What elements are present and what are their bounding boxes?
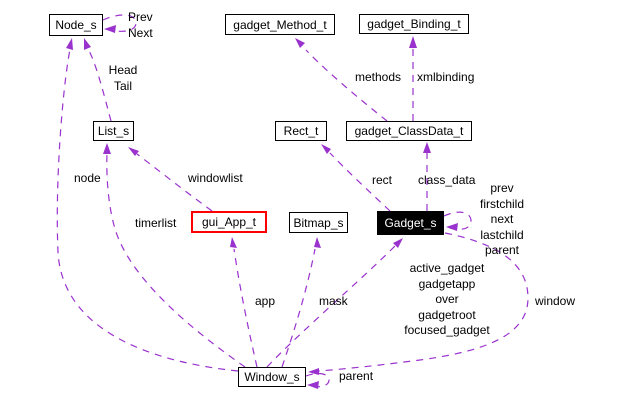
label-head: Head [108,63,138,77]
label-parent: parent [339,369,374,383]
label-next: Next [128,25,153,40]
node-gadget-binding-t[interactable]: gadget_Binding_t [359,14,469,34]
edge-window-gadget-members [266,244,397,368]
edge-methods [305,49,388,122]
label-head-tail: Head Tail [99,63,147,94]
label-gadget-self-members: prev firstchild next lastchild parent [462,181,542,259]
edge-window [318,232,529,372]
arrowhead-methods [295,38,305,48]
arrowhead-class-data [423,142,431,153]
arrowhead-mask [314,237,321,248]
label-prev-next: Prev Next [128,10,168,41]
arrowhead-window-gadget [393,238,403,248]
arrowhead-app [230,237,237,248]
arrowhead-xmlbinding [409,36,417,48]
arrowhead-window [308,368,319,375]
edge-parent-loop [305,372,330,388]
label-gadget-next: next [490,212,514,226]
label-timerlist: timerlist [135,216,177,230]
node-gadget-s-current: Gadget_s [377,211,444,235]
node-gadget-method-t[interactable]: gadget_Method_t [225,14,335,35]
arrowhead-gadget-self [446,223,458,231]
label-methods: methods [355,70,402,84]
label-mask: mask [319,294,348,308]
label-gadget-parent: parent [484,243,520,257]
arrowhead-rect [321,144,331,154]
label-gadget-lastchild: lastchild [480,227,524,242]
arrowhead-timerlist [103,143,111,154]
label-prev: Prev [128,10,153,24]
node-bitmap-s[interactable]: Bitmap_s [289,212,348,233]
edge-head-tail [86,46,112,122]
arrowhead-head-tail [84,38,91,50]
arrowhead-node [66,38,73,50]
label-over: over [435,292,459,306]
label-node: node [74,171,101,185]
arrowhead-windowlist [128,147,139,156]
arrowhead-prev-next [104,25,116,33]
node-gui-app-t[interactable]: gui_App_t [191,211,267,233]
node-window-s[interactable]: Window_s [238,367,306,387]
node-gadget-classdata-t[interactable]: gadget_ClassData_t [346,121,472,141]
label-gadgetapp: gadgetapp [418,276,476,291]
label-focused-gadget: focused_gadget [404,323,490,337]
edge-gadget-self-loop [443,211,472,230]
label-window-gadget-members: active_gadget gadgetapp over gadgetroot … [400,261,494,339]
edge-rect [329,152,391,212]
edge-node [56,48,239,372]
label-app: app [255,294,276,308]
label-windowlist: windowlist [188,171,243,185]
label-window: window [535,294,576,308]
label-gadget-prev: prev [490,181,514,195]
label-rect: rect [372,173,393,187]
label-tail: Tail [113,78,132,93]
label-gadgetroot: gadgetroot [418,307,476,322]
label-active-gadget: active_gadget [409,261,485,275]
node-rect-t[interactable]: Rect_t [275,121,327,141]
edge-timerlist [106,152,246,368]
edge-app [233,248,258,368]
arrowhead-parent [307,381,319,389]
edge-mask [281,248,316,368]
label-class-data: class_data [418,173,476,187]
node-node-s[interactable]: Node_s [49,14,103,36]
edge-prev-next-loop [102,14,137,32]
label-xmlbinding: xmlbinding [417,70,475,84]
label-gadget-firstchild: firstchild [479,196,524,211]
node-list-s[interactable]: List_s [93,121,134,141]
